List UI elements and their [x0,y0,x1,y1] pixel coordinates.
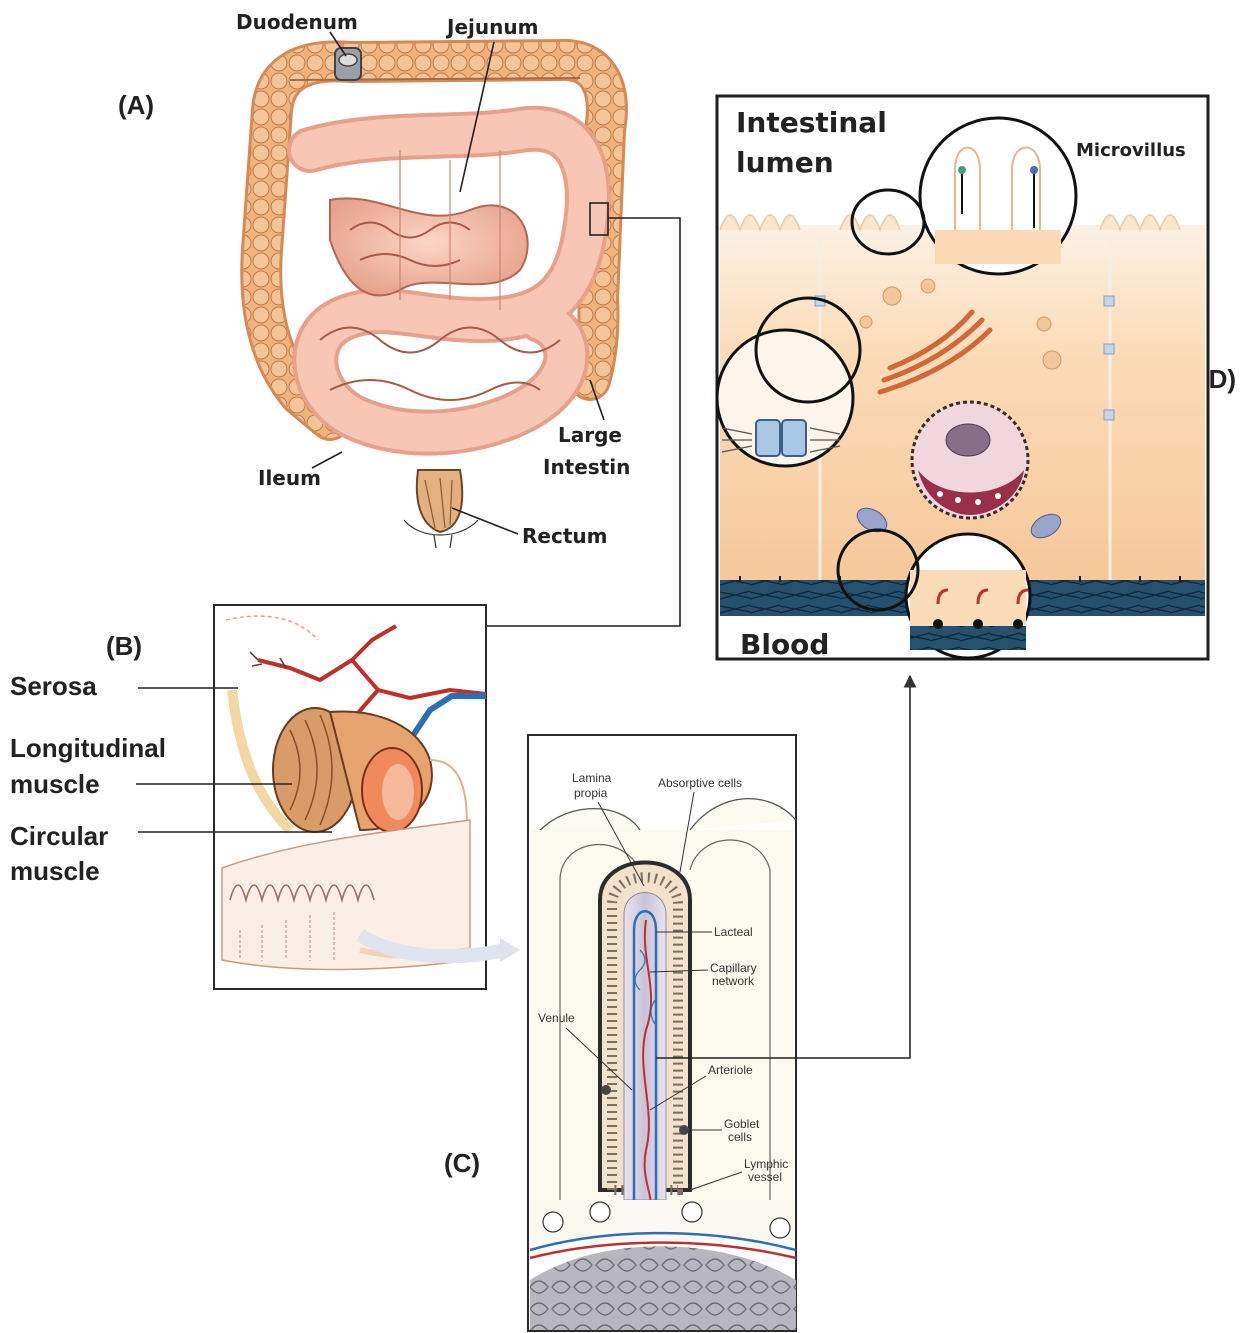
lymphic-label-1: Lymphic [744,1157,788,1171]
panel-c-tag: (C) [444,1148,480,1178]
large-intestine-label-2: Intestin [543,455,630,479]
lymphic-label-2: vessel [748,1170,782,1184]
panel-b: (B) Serosa Longitudinal muscle Circular … [10,605,520,989]
small-intestine [310,129,588,433]
panel-c: (C) Lamina propia Absorptive cells Lac [444,676,910,1331]
longitudinal-label-1: Longitudinal [10,733,166,763]
longitudinal-label-2: muscle [10,769,100,799]
goblet-label-2: cells [728,1130,752,1144]
jejunum-label: Jejunum [445,15,538,39]
venule-label: Venule [538,1011,575,1025]
panel-d: (D) [717,96,1236,661]
rectum-label: Rectum [522,524,607,548]
goblet-label-1: Goblet [724,1117,760,1131]
intestinal-lumen-label-1: Intestinal [736,106,887,139]
blood-label: Blood [740,628,829,661]
panel-b-tag: (B) [106,631,142,661]
capillary-label-1: Capillary [710,961,757,975]
circular-label-2: muscle [10,856,100,886]
arteriole-label: Arteriole [708,1063,753,1077]
panel-a: (A) Duodenum Jejunum Ileum Large [118,10,680,626]
panel-a-tag: (A) [118,90,154,120]
nucleus [912,402,1028,518]
lacteal-label: Lacteal [714,925,753,939]
rectum [417,470,462,532]
circular-label-1: Circular [10,821,108,851]
serosa-label: Serosa [10,671,97,701]
duodenum-label: Duodenum [236,10,358,34]
capillary-label-2: network [712,974,755,988]
absorptive-cells-label: Absorptive cells [658,776,742,790]
large-intestine-label-1: Large [558,423,622,447]
lamina-propia-label-1: Lamina [572,771,612,785]
lamina-propia-label-2: propia [574,786,608,800]
microvillus-label: Microvillus [1076,140,1186,161]
intestinal-lumen-label-2: lumen [736,146,834,179]
ileum-label: Ileum [258,466,321,490]
